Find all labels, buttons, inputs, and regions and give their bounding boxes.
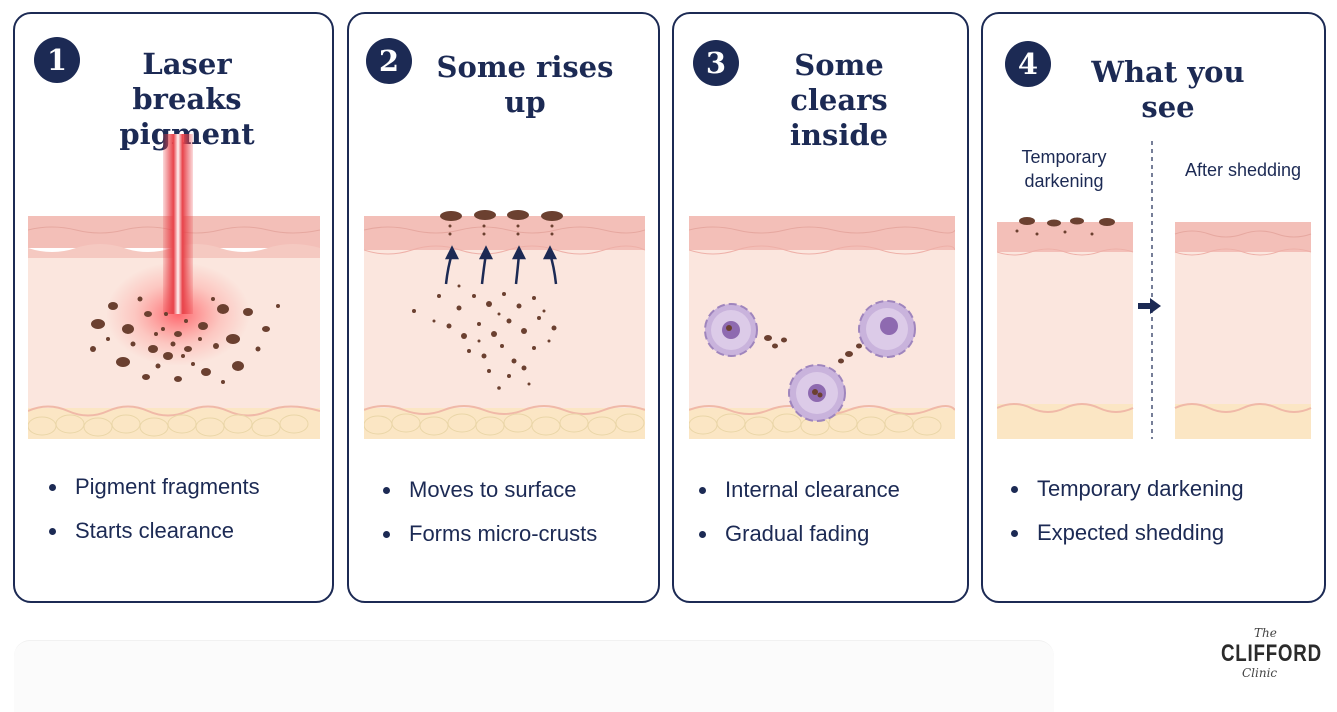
dermis-layer — [364, 250, 645, 408]
macrophage-cell — [788, 364, 846, 422]
step-number-badge: 4 — [1005, 41, 1051, 87]
darkened-crusts — [1015, 217, 1115, 236]
rising-pigment-illustration — [364, 210, 645, 439]
bullet-item: Gradual fading — [695, 519, 900, 563]
upward-arrows — [444, 245, 558, 285]
laser-skin-illustration — [28, 134, 320, 439]
dermis-layer — [997, 252, 1133, 404]
before-after-illustration — [997, 141, 1312, 439]
macrophage-cell — [858, 300, 916, 358]
bullet-item: Temporary darkening — [1007, 474, 1244, 518]
macrophage-cell — [704, 303, 758, 357]
step-title: Some clears inside — [789, 48, 889, 152]
arrow-right-icon — [1138, 298, 1161, 314]
pigment-fragments — [90, 296, 280, 384]
clinic-logo: The CLIFFORD Clinic — [1221, 626, 1322, 680]
fat-layer — [1175, 404, 1311, 439]
step-4-panel: 4 What you see Temporary darkening After… — [981, 12, 1326, 603]
epidermis-layer — [997, 222, 1133, 252]
step-title: Some rises up — [436, 50, 614, 119]
pigment-particles — [412, 284, 557, 390]
step-title: What you see — [1091, 55, 1245, 124]
bullet-list: Temporary darkening Expected shedding — [1007, 474, 1244, 562]
after-label: After shedding — [1184, 160, 1302, 180]
before-label: Temporary darkening — [1021, 147, 1107, 191]
step-number-badge: 1 — [34, 37, 80, 83]
laser-beam — [163, 134, 193, 314]
step-number-badge: 3 — [693, 40, 739, 86]
surface-micro-crusts — [440, 210, 563, 236]
epidermis-layer — [689, 216, 955, 250]
dermis-layer — [1175, 252, 1311, 404]
bullet-list: Pigment fragments Starts clearance — [45, 472, 260, 560]
bullet-item: Moves to surface — [379, 475, 597, 519]
step-2-panel: 2 Some rises up — [347, 12, 660, 603]
bullet-list: Internal clearance Gradual fading — [695, 475, 900, 563]
step-title: Laser breaks pigment — [119, 47, 254, 151]
bullet-item: Expected shedding — [1007, 518, 1244, 562]
step-number-badge: 2 — [366, 38, 412, 84]
fat-layer — [997, 404, 1133, 439]
bullet-item: Starts clearance — [45, 516, 260, 560]
bullet-list: Moves to surface Forms micro-crusts — [379, 475, 597, 563]
epidermis-layer — [364, 216, 645, 250]
bullet-item: Internal clearance — [695, 475, 900, 519]
step-3-panel: 3 Some clears inside — [672, 12, 969, 603]
macrophage-clearance-illustration — [689, 216, 955, 439]
step-1-panel: 1 Laser breaks pigment — [13, 12, 334, 603]
bullet-item: Pigment fragments — [45, 472, 260, 516]
pigment-fragments — [764, 335, 862, 364]
footer-bar — [14, 640, 1054, 712]
bullet-item: Forms micro-crusts — [379, 519, 597, 563]
